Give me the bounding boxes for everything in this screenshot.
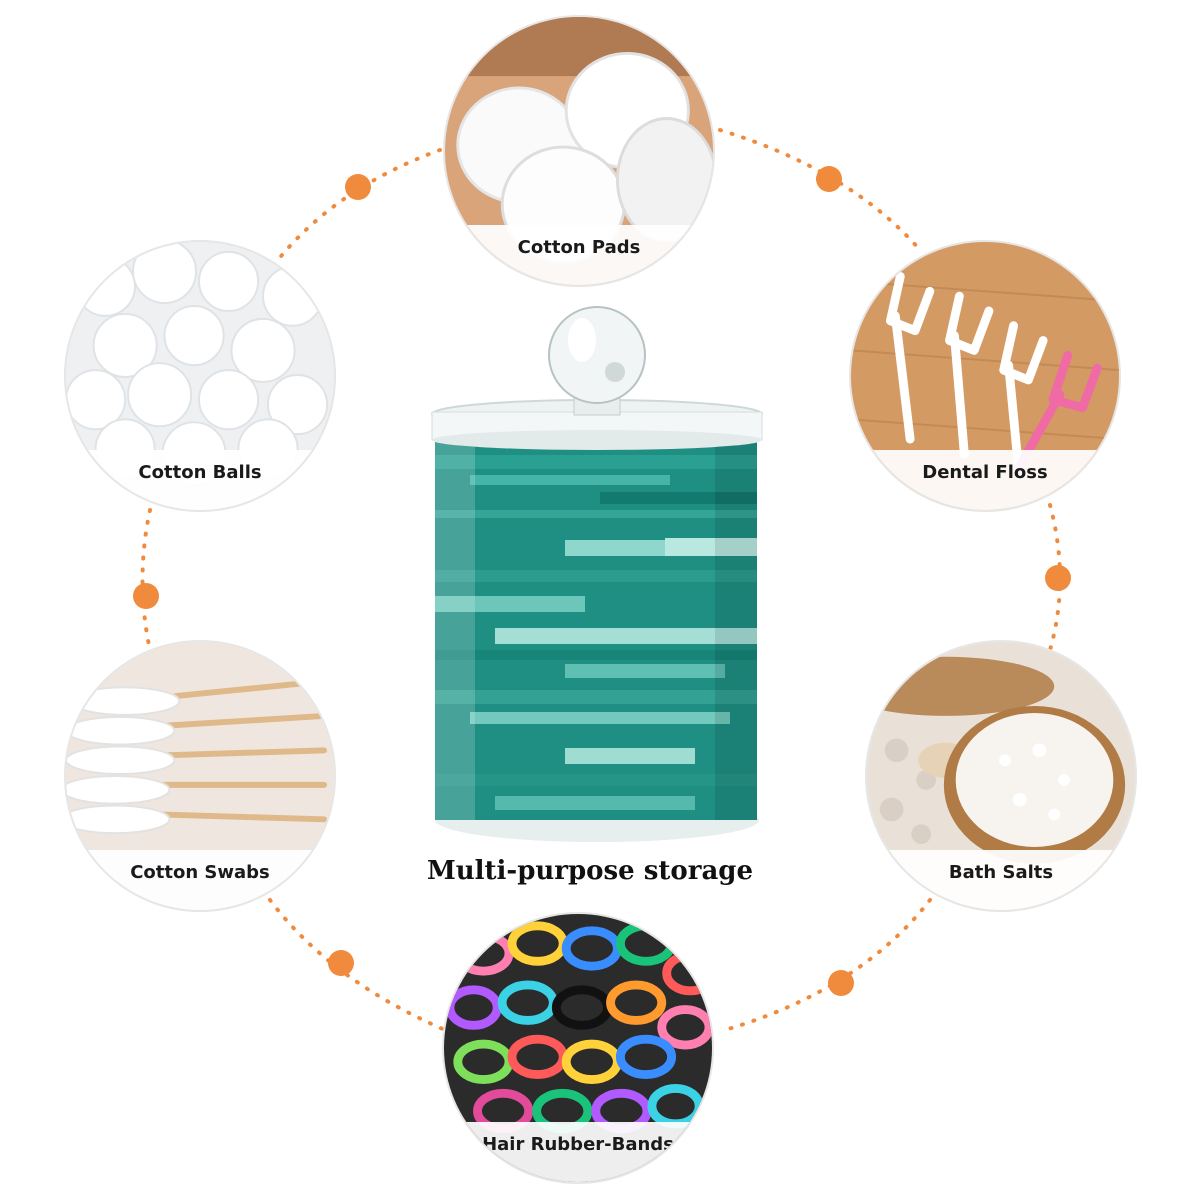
connector-dot <box>328 950 354 976</box>
connector-dot <box>133 583 159 609</box>
connector-dot <box>345 174 371 200</box>
item-cotton-pads: Cotton Pads <box>443 15 715 287</box>
cotton-balls-label: Cotton Balls <box>66 450 334 510</box>
item-bath-salts: Bath Salts <box>865 640 1137 912</box>
connector-dot <box>1045 565 1071 591</box>
connector-dot <box>816 166 842 192</box>
item-hair-rubber-bands: Hair Rubber-Bands <box>442 912 714 1184</box>
item-cotton-balls: Cotton Balls <box>64 240 336 512</box>
connector-dot <box>828 970 854 996</box>
item-cotton-swabs: Cotton Swabs <box>64 640 336 912</box>
bath-salts-label: Bath Salts <box>867 850 1135 910</box>
item-dental-floss: Dental Floss <box>849 240 1121 512</box>
jar-caption: Multi-purpose storage <box>426 856 754 886</box>
storage-jar <box>431 306 763 842</box>
cotton-swabs-label: Cotton Swabs <box>66 850 334 910</box>
hair-rubber-bands-label: Hair Rubber-Bands <box>444 1122 712 1182</box>
dental-floss-label: Dental Floss <box>851 450 1119 510</box>
cotton-pads-label: Cotton Pads <box>445 225 713 285</box>
